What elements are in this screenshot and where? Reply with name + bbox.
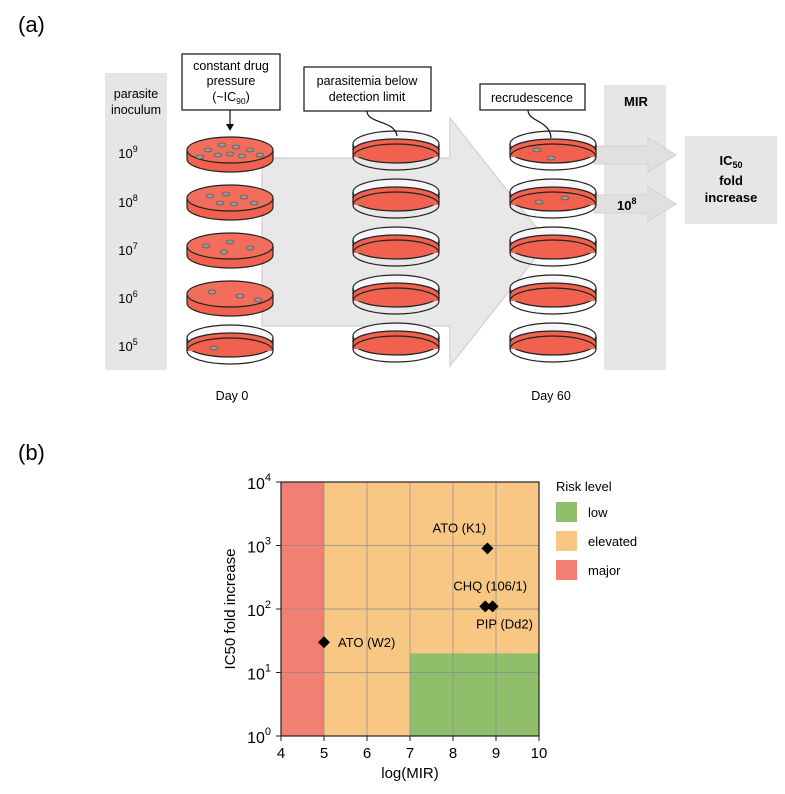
data-point-marker (318, 636, 330, 649)
day0-dishes (186, 136, 274, 365)
x-tick-label: 8 (449, 745, 457, 762)
legend-label: major (588, 563, 621, 578)
legend-label: low (588, 505, 608, 520)
data-point-label: ATO (K1) (433, 520, 487, 535)
x-tick-label: 9 (492, 745, 500, 762)
panel-b-chart: 4 5 6 7 8 9 10 100 101 102 103 104 ATO (W2) ATO (K1… (222, 472, 637, 782)
legend-swatch-low (556, 502, 577, 522)
callout-recrud-text: recrudescence (491, 91, 573, 105)
legend-swatch-major (556, 560, 577, 580)
x-axis-label: log(MIR) (381, 765, 439, 782)
data-point-label: PIP (Dd2) (476, 616, 533, 631)
region-low (410, 653, 539, 736)
arrow-to-ic50-2 (593, 186, 677, 222)
x-tick-label: 6 (363, 745, 371, 762)
inoculum-level: 106 (118, 289, 137, 306)
callout-below-line1: parasitemia below (317, 74, 419, 88)
data-point-marker (479, 600, 492, 613)
inoculum-level: 107 (118, 241, 137, 258)
y-tick-label: 101 (247, 663, 271, 684)
y-tick-label: 104 (247, 472, 271, 493)
inoculum-title-1: parasite (114, 87, 159, 101)
y-tick-label: 103 (247, 536, 271, 557)
mir-value: 108 (617, 196, 636, 213)
legend-label: elevated (588, 534, 637, 549)
ic50-line3: increase (705, 190, 758, 205)
mir-title: MIR (624, 94, 648, 109)
mir-panel (604, 85, 666, 370)
arrow-to-ic50-1 (593, 137, 677, 173)
y-tick-labels: 100 101 102 103 104 (247, 472, 281, 747)
data-points: ATO (W2) ATO (K1) CHQ (106/1) PIP (Dd2) (318, 520, 533, 650)
x-tick-label: 10 (531, 745, 548, 762)
callout-drug-box (181, 53, 281, 111)
callout-below-line2: detection limit (329, 90, 406, 104)
inoculum-level: 108 (118, 193, 137, 210)
callout-below-box (303, 66, 432, 112)
day60-dishes (509, 130, 597, 363)
legend: low elevated major (556, 502, 637, 580)
day60-label: Day 60 (531, 389, 571, 403)
y-axis-label: IC50 fold increase (222, 549, 239, 670)
y-tick-label: 102 (247, 599, 271, 620)
legend-swatch-elevated (556, 531, 577, 551)
ic50-line2: fold (719, 173, 743, 188)
callout-drug-line1: constant drug (193, 59, 269, 73)
panel-a-label: (a) (18, 12, 45, 37)
callout-drug-line2: pressure (207, 74, 256, 88)
legend-title: Risk level (556, 479, 612, 494)
ic50-line1: IC50 (719, 153, 742, 170)
inoculum-level: 105 (118, 337, 137, 354)
x-tick-label: 4 (277, 745, 285, 762)
panel-a-diagram: parasite inoculum 109 108 107 106 105 consta… (105, 53, 777, 403)
ic50-box (685, 136, 777, 224)
arrow-down-icon (226, 124, 234, 131)
grid-lines (281, 482, 539, 736)
day0-label: Day 0 (216, 389, 249, 403)
data-point-label: CHQ (106/1) (453, 578, 527, 593)
data-point-label: ATO (W2) (338, 635, 395, 650)
callout-drug-line3: (~IC90) (212, 90, 250, 106)
inoculum-level: 109 (118, 144, 137, 161)
inoculum-levels: 109 108 107 106 105 (118, 144, 137, 354)
callout-recrud-box (479, 83, 586, 111)
x-tick-label: 7 (406, 745, 414, 762)
x-tick-label: 5 (320, 745, 328, 762)
x-tick-labels: 4 5 6 7 8 9 10 (277, 736, 548, 762)
data-point-marker (481, 542, 494, 555)
y-tick-label: 100 (247, 726, 271, 747)
data-point-marker (486, 600, 499, 613)
inoculum-panel (105, 73, 167, 370)
inoculum-title-2: inoculum (111, 103, 161, 117)
panel-b-label: (b) (18, 440, 45, 465)
